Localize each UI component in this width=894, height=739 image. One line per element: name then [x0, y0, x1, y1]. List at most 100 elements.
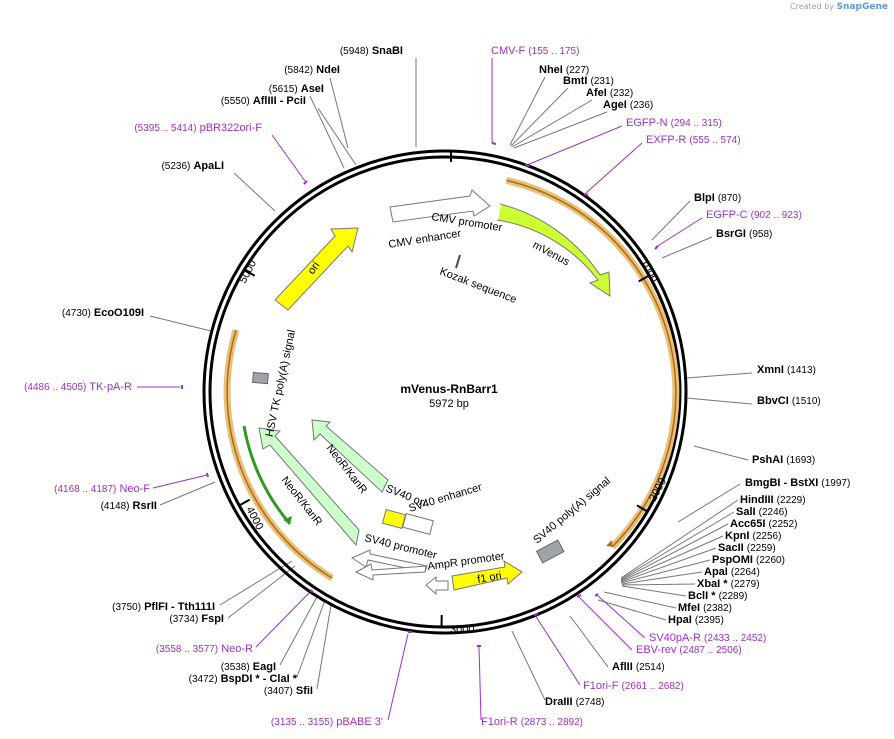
primer-leader	[255, 590, 312, 648]
label-ori: ori	[306, 260, 323, 277]
enzyme-position: (2264)	[731, 567, 760, 578]
enzyme-position: (231)	[591, 76, 614, 87]
enzyme-label: BsrGI (958)	[716, 228, 772, 240]
primer-name: TK-pA-R	[89, 381, 132, 393]
enzyme-name: AseI	[301, 83, 324, 95]
enzyme-name: PshAI	[752, 454, 783, 466]
enzyme-name: BclI *	[688, 590, 716, 602]
cmv-enhancer-feature	[389, 189, 491, 223]
primer-label: (4486 .. 4505) TK-pA-R	[24, 381, 132, 393]
enzyme-name: EcoO109I	[94, 307, 144, 319]
primer-leader	[534, 614, 581, 686]
label-kozak: Kozak sequence	[438, 266, 518, 306]
enzyme-leader	[597, 599, 667, 621]
enzyme-name: PflFI - Tth111I	[144, 601, 215, 613]
enzyme-label: (3472) BspDI * - ClaI *	[189, 673, 298, 685]
enzyme-label: AgeI (236)	[603, 99, 653, 111]
enzyme-label: (3750) PflFI - Tth111I	[112, 601, 215, 613]
enzyme-leader	[621, 585, 687, 597]
enzyme-position: (2289)	[719, 591, 748, 602]
credit-prefix: Created by	[790, 2, 835, 11]
enzyme-leader	[233, 172, 276, 212]
backbone-outer-ring	[202, 149, 688, 635]
primer-label: EGFP-N (294 .. 315)	[626, 117, 722, 129]
enzyme-position: (2514)	[636, 662, 665, 673]
enzyme-name: AgeI	[603, 99, 627, 111]
primer-name: F1ori-R	[481, 716, 518, 728]
primer-leader	[387, 633, 409, 721]
enzyme-label: MfeI (2382)	[678, 602, 732, 614]
enzyme-position: (870)	[718, 193, 741, 204]
neo-cds-arc-line	[226, 329, 333, 579]
enzyme-label: BmgBI - BstXI (1997)	[745, 477, 850, 489]
snapgene-logo: SnapGene	[836, 2, 888, 12]
enzyme-label: PshAI (1693)	[752, 454, 815, 466]
enzyme-label: AfeI (232)	[586, 87, 633, 99]
enzyme-label: (3734) FspI	[169, 613, 224, 625]
snapgene-credit: Created by SnapGene	[790, 2, 888, 12]
primer-range: (902 .. 923)	[751, 210, 802, 221]
enzyme-leader	[620, 547, 717, 583]
primer-name: Neo-F	[119, 483, 150, 495]
enzyme-label: HpaI (2395)	[668, 614, 724, 626]
enzyme-position: (4148)	[101, 501, 130, 512]
enzyme-label: XbaI * (2279)	[697, 578, 760, 590]
enzyme-name: HpaI	[668, 614, 692, 626]
enzyme-label: (5236) ApaLI	[161, 160, 224, 172]
tick-2000	[636, 504, 648, 513]
primer-label: F1ori-F (2661 .. 2682)	[583, 680, 684, 692]
enzyme-leader	[693, 445, 749, 461]
enzyme-position: (2260)	[756, 555, 785, 566]
enzyme-label: BclI * (2289)	[688, 590, 747, 602]
enzyme-position: (227)	[566, 65, 589, 76]
enzyme-label: XmnI (1413)	[757, 364, 816, 376]
enzyme-position: (2252)	[769, 519, 798, 530]
sv40-polya-feature	[535, 539, 565, 564]
enzyme-leader	[159, 481, 216, 506]
plasmid-name: mVenus-RnBarr1	[400, 382, 498, 396]
label-cmv-enhancer: CMV enhancer	[388, 228, 463, 251]
enzyme-leader	[621, 583, 696, 586]
enzyme-label: Acc65I (2252)	[730, 518, 797, 530]
enzyme-leader	[620, 535, 724, 582]
enzyme-position: (236)	[630, 100, 653, 111]
primer-label: EXFP-R (555 .. 574)	[646, 134, 741, 146]
enzyme-position: (1510)	[792, 396, 821, 407]
primer-label: (3135 .. 3155) pBABE 3'	[271, 716, 383, 728]
enzyme-name: BlpI	[694, 192, 715, 204]
enzyme-position: (3750)	[112, 602, 141, 613]
primer-name: SV40pA-R	[649, 632, 701, 644]
enzyme-name: SalI	[736, 506, 756, 518]
enzyme-name: AflIII - PciI	[253, 95, 306, 107]
enzyme-leader	[149, 315, 212, 332]
enzyme-name: XbaI *	[697, 578, 728, 590]
enzyme-label: BbvCI (1510)	[757, 395, 821, 407]
neor-kanr-feature-inner	[311, 419, 389, 493]
enzyme-position: (1413)	[787, 365, 816, 376]
primer-label: F1ori-R (2873 .. 2892)	[481, 716, 583, 728]
enzyme-name: AfeI	[586, 87, 607, 99]
enzyme-name: MfeI	[678, 602, 700, 614]
enzyme-name: BmgBI - BstXI	[745, 477, 818, 489]
enzyme-label: (5948) SnaBI	[340, 45, 403, 57]
primer-range: (3558 .. 3577)	[156, 644, 218, 655]
enzyme-label: SalI (2246)	[736, 506, 788, 518]
enzyme-position: (3734)	[169, 614, 198, 625]
primer-label: (5395 .. 5414) pBR322ori-F	[134, 122, 262, 134]
enzyme-label: PspOMI (2260)	[712, 554, 785, 566]
enzyme-name: ApaLI	[193, 160, 224, 172]
primer-label: CMV-F (155 .. 175)	[491, 45, 579, 57]
enzyme-name: NdeI	[316, 64, 340, 76]
enzyme-leader	[316, 604, 332, 690]
hsv-tk-polya-feature	[252, 371, 269, 385]
enzyme-leader	[685, 372, 753, 379]
enzyme-position: (3472)	[189, 674, 218, 685]
enzyme-name: FspI	[201, 613, 224, 625]
enzyme-leader	[569, 615, 609, 668]
tick-4000	[238, 498, 251, 507]
enzyme-position: (232)	[610, 88, 633, 99]
enzyme-label: ApaI (2264)	[704, 566, 760, 578]
enzyme-name: KpnI	[725, 530, 749, 542]
primer-name: EGFP-N	[626, 117, 668, 129]
enzyme-leader	[511, 630, 546, 701]
